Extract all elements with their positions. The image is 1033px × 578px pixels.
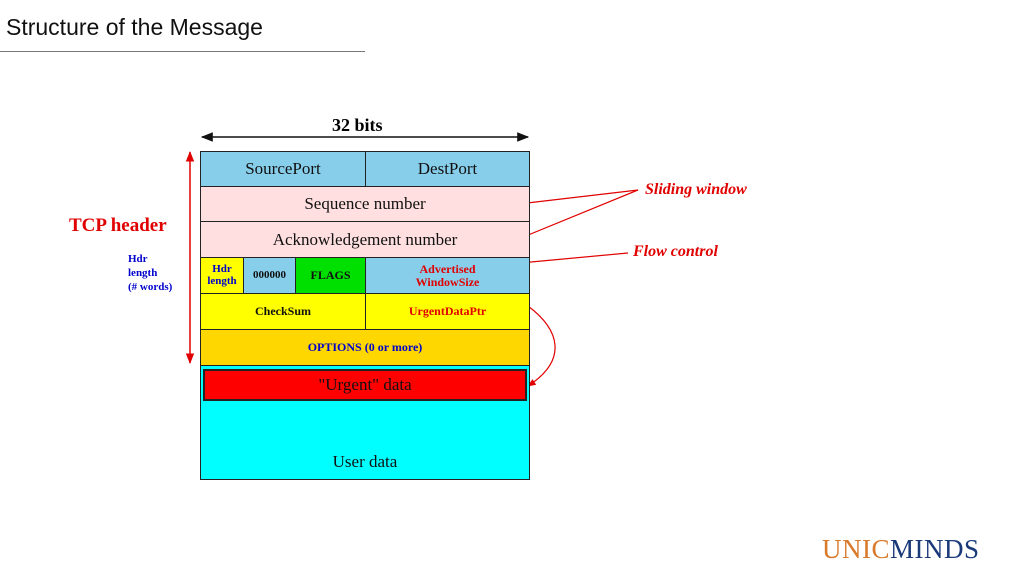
urgent-pointer-arrow xyxy=(527,305,556,387)
sliding-window-arrow-ack xyxy=(515,189,639,241)
urgent-data-field: "Urgent" data xyxy=(203,369,527,401)
source-port-field: SourcePort xyxy=(200,151,366,187)
title-underline xyxy=(0,51,365,52)
checksum-field: CheckSum xyxy=(200,293,366,330)
logo-part-2: MINDS xyxy=(890,534,980,564)
ack-number-field: Acknowledgement number xyxy=(200,221,530,258)
hdr-length-side-line-3: (# words) xyxy=(128,281,173,293)
dest-port-field: DestPort xyxy=(365,151,530,187)
sliding-window-arrow-seq xyxy=(509,189,639,208)
options-field: OPTIONS (0 or more) xyxy=(200,329,530,366)
sequence-number-field: Sequence number xyxy=(200,186,530,222)
urgent-pointer-field: UrgentDataPtr xyxy=(365,293,530,330)
tcp-header-label: TCP header xyxy=(69,215,167,236)
advertised-window-line-2: WindowSize xyxy=(415,274,480,289)
hdr-length-line-1: Hdr xyxy=(212,262,232,275)
unicminds-logo: UNICMINDS xyxy=(822,534,980,565)
advertised-window-field: Advertised WindowSize xyxy=(365,257,530,294)
hdr-length-side-line-2: length xyxy=(128,267,158,279)
user-data-label: User data xyxy=(332,452,398,472)
hdr-length-side-line-1: Hdr xyxy=(128,253,148,265)
width-label: 32 bits xyxy=(332,115,383,135)
flow-control-annotation: Flow control xyxy=(633,243,718,260)
flags-field: FLAGS xyxy=(295,257,366,294)
reserved-field: 000000 xyxy=(243,257,296,294)
logo-part-1: UNIC xyxy=(822,534,890,564)
sliding-window-annotation: Sliding window xyxy=(645,181,747,198)
advertised-window-line-1: Advertised xyxy=(419,261,476,276)
hdr-length-side-label: Hdr length (# words) xyxy=(128,252,172,294)
hdr-length-field: Hdr length xyxy=(200,257,244,294)
hdr-length-line-2: length xyxy=(207,274,237,287)
slide-title: Structure of the Message xyxy=(6,14,263,40)
